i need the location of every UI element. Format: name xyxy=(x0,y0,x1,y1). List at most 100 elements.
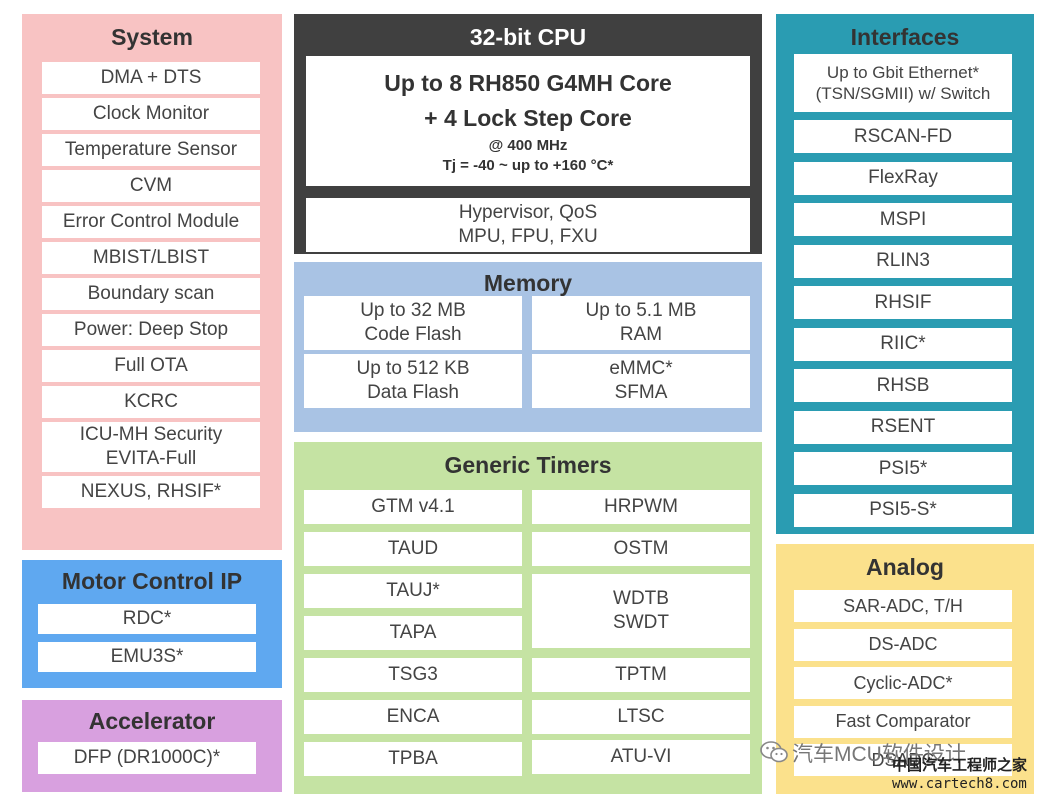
block-label: TPTM xyxy=(615,664,667,686)
block-label: Up to 512 KB xyxy=(356,358,470,380)
block-rsent: RSENT xyxy=(794,410,1012,444)
cpu-feature-line: MPU, FPU, FXU xyxy=(458,226,598,247)
block-tauj: TAUJ* xyxy=(304,574,522,608)
wechat-icon xyxy=(760,741,788,763)
block-riic: RIIC* xyxy=(794,327,1012,361)
block-label: TPBA xyxy=(388,748,438,770)
block-dma-dts: DMA + DTS xyxy=(42,62,260,94)
block-rhsif: RHSIF xyxy=(794,286,1012,319)
block-label: EMU3S* xyxy=(110,646,184,668)
block-psi5-s: PSI5-S* xyxy=(794,493,1012,527)
block-label: KCRC xyxy=(124,391,178,413)
watermark-account: 汽车MCU软件设计 xyxy=(792,743,966,766)
block-rscan-fd: RSCAN-FD xyxy=(794,120,1012,153)
block-dsadc: DSADC xyxy=(794,744,1012,776)
block-label: Full OTA xyxy=(114,355,188,377)
cpu-core-box: Up to 8 RH850 G4MH Core + 4 Lock Step Co… xyxy=(306,56,750,186)
block-label: Cyclic-ADC* xyxy=(853,672,953,693)
block-label: ATU-VI xyxy=(610,746,672,768)
block-label: TAUD xyxy=(387,538,439,560)
block-rdc: RDC* xyxy=(38,604,256,634)
block-flexray: FlexRay xyxy=(794,161,1012,195)
block-ltsc: LTSC xyxy=(532,700,750,734)
block-label: EVITA-Full xyxy=(105,448,197,469)
block-label: Power: Deep Stop xyxy=(73,319,229,341)
block-label: Code Flash xyxy=(364,324,462,345)
cpu-title: 32-bit CPU xyxy=(469,24,587,50)
block-label: eMMC* xyxy=(609,358,673,380)
block-taud: TAUD xyxy=(304,532,522,566)
block-kcrc: KCRC xyxy=(42,386,260,418)
block-cyclic-adc: Cyclic-ADC* xyxy=(794,667,1012,699)
block-label: (TSN/SGMII) w/ Switch xyxy=(815,84,991,103)
block-mspi: MSPI xyxy=(794,203,1012,236)
block-tptm: TPTM xyxy=(532,658,750,692)
block-label: CVM xyxy=(129,175,173,197)
block-gtm-v4-1: GTM v4.1 xyxy=(304,490,522,524)
block-ds-adc: DS-ADC xyxy=(794,628,1012,661)
block-label: Up to 5.1 MB xyxy=(585,300,697,322)
block-label: DS-ADC xyxy=(868,634,938,655)
generic-timers-title: Generic Timers xyxy=(444,452,612,478)
interfaces-title: Interfaces xyxy=(850,24,960,50)
cpu-temperature: Tj = -40 ~ up to +160 °C* xyxy=(442,157,614,174)
block-label: RIIC* xyxy=(880,333,926,355)
block-label: DSADC xyxy=(871,749,935,770)
interfaces-panel: Interfaces Up to Gbit Ethernet* (TSN/SGMI… xyxy=(776,14,1034,534)
memory-title: Memory xyxy=(483,270,573,296)
motor-control-title: Motor Control IP xyxy=(61,568,243,594)
block-full-ota: Full OTA xyxy=(42,350,260,382)
block-label: ICU-MH Security xyxy=(79,424,223,446)
accelerator-panel: Accelerator DFP (DR1000C)* xyxy=(22,700,282,792)
cpu-frequency: @ 400 MHz xyxy=(488,137,568,154)
block-emu3s: EMU3S* xyxy=(38,642,256,672)
watermark-site-name: 中国汽车工程师之家 xyxy=(892,756,1028,774)
block-label: OSTM xyxy=(613,538,669,560)
block-boundary-scan: Boundary scan xyxy=(42,278,260,310)
block-psi5: PSI5* xyxy=(794,452,1012,485)
block-cvm: CVM xyxy=(42,170,260,202)
block-label: RSENT xyxy=(870,416,936,438)
block-label: Temperature Sensor xyxy=(64,139,238,161)
block-label: SFMA xyxy=(614,382,668,403)
block-tapa: TAPA xyxy=(304,616,522,650)
block-temperature-sensor: Temperature Sensor xyxy=(42,134,260,166)
watermark-url: www.cartech8.com xyxy=(892,776,1027,792)
block-error-control-module: Error Control Module xyxy=(42,206,260,238)
block-mbist-lbist: MBIST/LBIST xyxy=(42,242,260,274)
block-label: RAM xyxy=(619,324,663,345)
block-label: PSI5* xyxy=(878,457,928,479)
block-label: HRPWM xyxy=(604,496,678,518)
block-clock-monitor: Clock Monitor xyxy=(42,98,260,130)
block-fast-comparator: Fast Comparator xyxy=(794,705,1012,738)
block-label: NEXUS, RHSIF* xyxy=(80,481,222,503)
cpu-panel: 32-bit CPU Up to 8 RH850 G4MH Core + 4 L… xyxy=(294,14,762,254)
motor-control-panel: Motor Control IP RDC* EMU3S* xyxy=(22,560,282,688)
block-label: RLIN3 xyxy=(876,250,930,272)
block-label: LTSC xyxy=(617,706,665,728)
block-label: Error Control Module xyxy=(62,211,240,233)
block-label: DMA + DTS xyxy=(100,67,202,89)
block-label: RDC* xyxy=(122,608,172,630)
block-up-to-gbit-ethernet-tsn-sgmii-w-switch: Up to Gbit Ethernet* (TSN/SGMII) w/ Switc… xyxy=(794,54,1012,112)
analog-title: Analog xyxy=(866,554,944,580)
cpu-core-line1: Up to 8 RH850 G4MH Core xyxy=(384,70,672,96)
block-label: Fast Comparator xyxy=(835,711,971,732)
block-hrpwm: HRPWM xyxy=(532,490,750,524)
block-label: Up to Gbit Ethernet* xyxy=(826,62,980,82)
block-label: Up to 32 MB xyxy=(360,300,466,322)
block-label: DFP (DR1000C)* xyxy=(73,747,221,769)
block-label: Boundary scan xyxy=(87,283,215,305)
block-label: Data Flash xyxy=(367,382,459,403)
cpu-feature-line: Hypervisor, QoS xyxy=(458,202,598,224)
block-label: RSCAN-FD xyxy=(853,125,953,147)
